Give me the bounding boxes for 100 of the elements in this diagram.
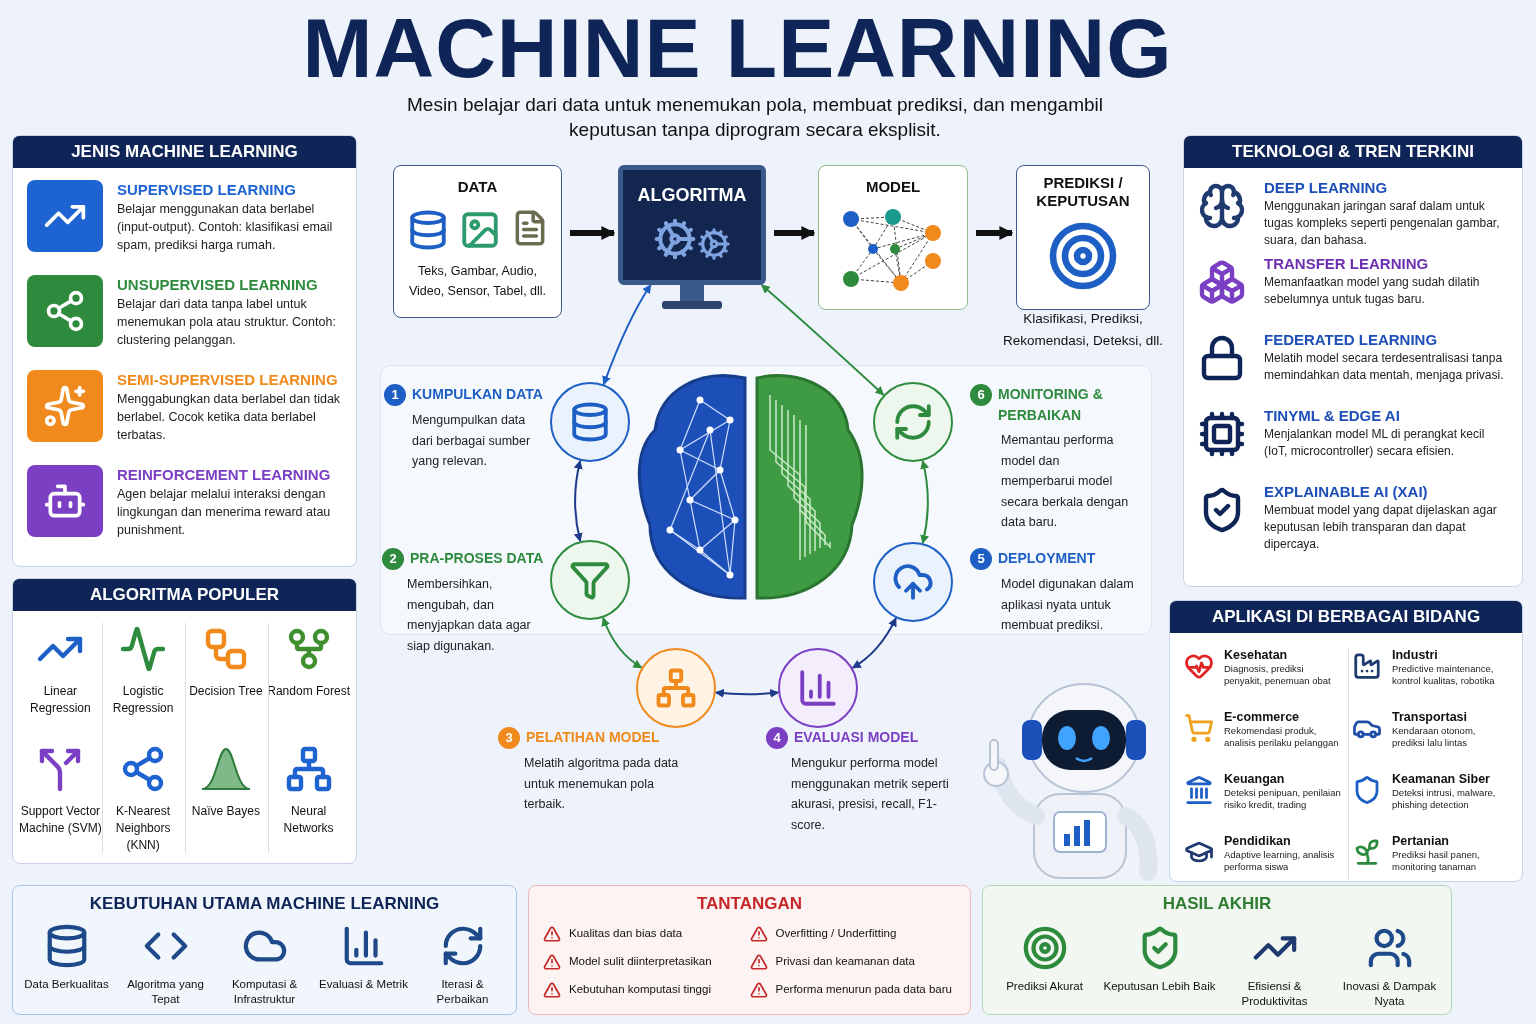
field-title: Pertanian — [1392, 833, 1450, 849]
arrow — [976, 226, 1014, 240]
step-description: Model digunakan dalam aplikasi nyata untuk membuat prediksi. — [1001, 576, 1135, 634]
algorithm-name: K-Nearest Neighbors (KNN) — [114, 803, 172, 854]
arrow — [570, 226, 616, 240]
step-title: DEPLOYMENT — [998, 549, 1096, 568]
result-label: Keputusan Lebih Baik — [1103, 978, 1216, 994]
info-panel — [1183, 135, 1523, 587]
trend-title: FEDERATED LEARNING — [1264, 330, 1439, 350]
type-title: SUPERVISED LEARNING — [117, 180, 297, 200]
challenge-text: Privasi dan keamanan data — [775, 953, 915, 969]
info-panel — [1169, 600, 1523, 882]
field-title: Transportasi — [1392, 709, 1469, 725]
trend-description: Menjalankan model ML di perangkat kecil (IoT, microcontroller) secara efisien. — [1264, 426, 1486, 460]
field-description: Adaptive learning, analisis performa siswa — [1224, 849, 1336, 873]
monitor-screen — [618, 165, 766, 285]
process-box — [818, 165, 968, 310]
challenge-text: Performa menurun pada data baru — [775, 981, 952, 997]
step-description: Memantau performa model dan memperbarui model secara berkala dengan data baru. — [1001, 432, 1130, 531]
panel-header: JENIS MACHINE LEARNING — [13, 136, 356, 168]
subtitle: Mesin belajar dari data untuk menemukan pola, membuat prediksi, dan mengambil keputusan tanpa diprogram secara eksplisit. — [406, 93, 1104, 142]
box-title: PREDIKSI / KEPUTUSAN — [1035, 174, 1131, 210]
result-label: Inovasi & Dampak Nyata — [1341, 978, 1438, 1009]
field-description: Deteksi intrusi, malware, phishing detection — [1392, 787, 1497, 811]
field-title: Keamanan Siber — [1392, 771, 1491, 787]
field-title: Keuangan — [1224, 771, 1286, 787]
requirement-label: Komputasi & Infrastruktur — [230, 976, 299, 1007]
screen-title: ALGORITMA — [637, 184, 747, 207]
panel-header: TEKNOLOGI & TREN TERKINI — [1184, 136, 1522, 168]
panel-title: TANTANGAN — [695, 893, 804, 915]
field-description: Diagnosis, prediksi penyakit, penemuan obat — [1224, 663, 1332, 687]
info-panel — [528, 885, 971, 1015]
algorithm-name: Neural Networks — [282, 803, 335, 837]
arrow — [774, 226, 816, 240]
box-text: Teks, Gambar, Audio, Video, Sensor, Tabel, dll. — [407, 262, 548, 300]
box-title: DATA — [457, 177, 498, 197]
step-number: 4 — [766, 727, 788, 749]
challenge-text: Kebutuhan komputasi tinggi — [569, 981, 711, 997]
panel-title: HASIL AKHIR — [1161, 893, 1273, 915]
step-description: Melatih algoritma pada data untuk menemukan pola terbaik. — [524, 755, 680, 813]
field-description: Deteksi penipuan, penilaian risiko kredit, trading — [1224, 787, 1342, 811]
process-box — [393, 165, 562, 318]
arrow — [760, 284, 885, 396]
requirement-label: Data Berkualitas — [24, 976, 109, 992]
field-description: Predictive maintenance, kontrol kualitas, robotika — [1392, 663, 1496, 687]
panel-header: ALGORITMA POPULER — [13, 579, 356, 611]
algorithm-name: Linear Regression — [29, 683, 92, 717]
result-label: Prediksi Akurat — [1006, 978, 1083, 994]
algorithm-name: Decision Tree — [189, 683, 263, 700]
process-box — [1016, 165, 1150, 310]
field-description: Kendaraan otonom, prediksi lalu lintas — [1392, 725, 1477, 749]
step-title: EVALUASI MODEL — [794, 728, 919, 747]
challenge-text: Kualitas dan bias data — [569, 925, 683, 941]
info-panel — [12, 885, 517, 1015]
field-description: Prediksi hasil panen, monitoring tanaman — [1392, 849, 1481, 873]
diagram-title: MACHINE LEARNING — [301, 0, 1174, 96]
requirement-label: Iterasi & Perbaikan — [435, 976, 490, 1007]
algorithm-name: Support Vector Machine (SVM) — [19, 803, 102, 837]
info-panel — [982, 885, 1452, 1015]
step-number: 3 — [498, 727, 520, 749]
trend-title: EXPLAINABLE AI (XAI) — [1264, 482, 1429, 502]
challenge-text: Overfitting / Underfitting — [775, 925, 897, 941]
info-panel — [12, 135, 357, 567]
trend-title: TINYML & EDGE AI — [1264, 406, 1401, 426]
step-title: KUMPULKAN DATA — [412, 385, 543, 404]
step-description: Mengumpulkan data dari berbagai sumber yang relevan. — [412, 412, 532, 470]
type-title: SEMI-SUPERVISED LEARNING — [117, 370, 339, 390]
step-title: MONITORING & PERBAIKAN — [998, 385, 1104, 425]
step-description: Membersihkan, mengubah, dan menyjapkan data agar siap digunakan. — [407, 576, 532, 655]
box-title: MODEL — [865, 177, 921, 197]
trend-description: Membuat model yang dapat dijelaskan agar keputusan lebih transparan dan dapat dipercaya. — [1264, 502, 1498, 553]
type-description: Menggabungkan data berlabel dan tidak berlabel. Cocok ketika data berlabel terbatas. — [117, 391, 342, 444]
arrow — [851, 617, 897, 669]
algorithm-name: Naïve Bayes — [191, 803, 260, 820]
box-caption: Klasifikasi, Prediksi, Rekomendasi, Deteksi, dll. — [1002, 310, 1164, 350]
field-title: Industri — [1392, 647, 1439, 663]
panel-title: KEBUTUHAN UTAMA MACHINE LEARNING — [88, 893, 441, 915]
type-description: Belajar dari data tanpa label untuk menemukan pola atau struktur. Contoh: clustering pelanggan. — [117, 296, 337, 349]
field-title: E-commerce — [1224, 709, 1301, 725]
type-description: Agen belajar melalui interaksi dengan lingkungan dan menerima reward atau punishment. — [117, 486, 332, 539]
field-title: Kesehatan — [1224, 647, 1289, 663]
challenge-text: Model sulit diinterpretasikan — [569, 953, 712, 969]
field-description: Rekomendasi produk, analisis perilaku pelanggan — [1224, 725, 1340, 749]
requirement-label: Evaluasi & Metrik — [319, 976, 408, 992]
step-title: PELATIHAN MODEL — [526, 728, 660, 747]
trend-description: Menggunakan jaringan saraf dalam untuk tugas kompleks seperti pengenalan gambar, suara, dan bahasa. — [1264, 198, 1501, 249]
trend-title: DEEP LEARNING — [1264, 178, 1389, 198]
type-description: Belajar menggunakan data berlabel (input-output). Contoh: klasifikasi email spam, prediksi harga rumah. — [117, 201, 334, 254]
panel-header: APLIKASI DI BERBAGAI BIDANG — [1170, 601, 1522, 633]
step-description: Mengukur performa model menggunakan metrik seperti akurasi, presisi, recall, F1-score. — [791, 755, 950, 834]
algorithm-name: Logistic Regression — [111, 683, 175, 717]
info-panel — [12, 578, 357, 864]
trend-description: Melatih model secara terdesentralisasi tanpa memindahkan data mentah, menjaga privasi. — [1264, 350, 1505, 384]
trend-title: TRANSFER LEARNING — [1264, 254, 1430, 274]
result-label: Efisiensi & Produktivitas — [1240, 978, 1309, 1009]
trend-description: Memanfaatkan model yang sudah dilatih sebelumnya untuk tugas baru. — [1264, 274, 1481, 308]
field-title: Pendidikan — [1224, 833, 1292, 849]
type-title: REINFORCEMENT LEARNING — [117, 465, 332, 485]
type-title: UNSUPERVISED LEARNING — [117, 275, 319, 295]
step-title: PRA-PROSES DATA — [410, 549, 544, 568]
